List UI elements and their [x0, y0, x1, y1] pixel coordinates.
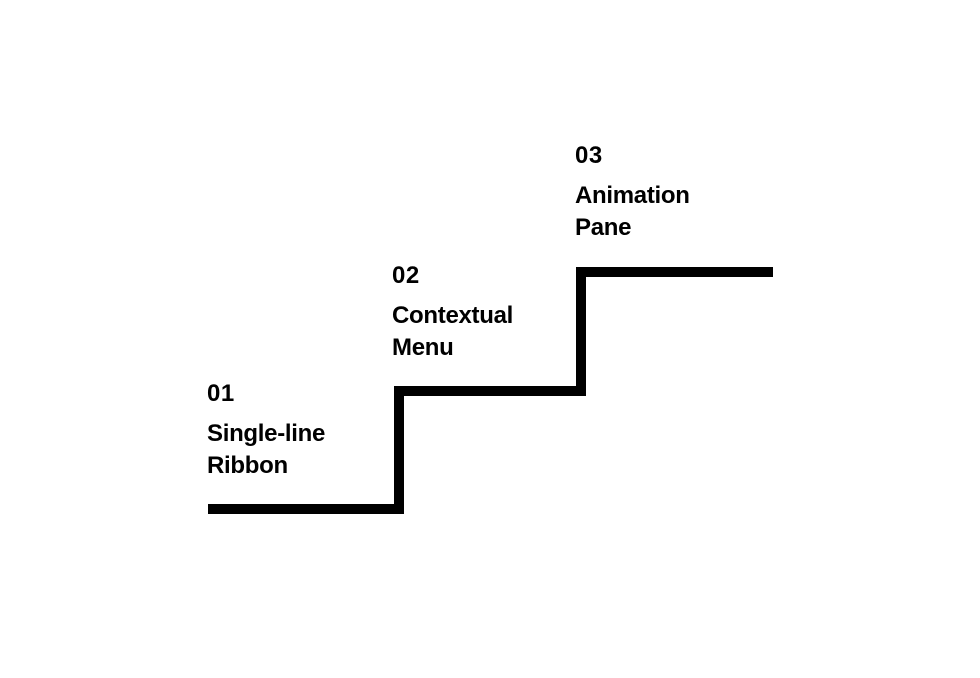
step-title: Animation Pane [575, 180, 795, 244]
step-title-line: Contextual [392, 302, 514, 329]
step-number: 01 [207, 380, 235, 407]
step-2-label: 02 Contextual Menu [392, 262, 612, 364]
step-path [208, 267, 773, 514]
step-title: Single-line Ribbon [207, 418, 427, 482]
step-title-line: Menu [392, 334, 454, 361]
step-1-label: 01 Single-line Ribbon [207, 380, 427, 482]
step-title-line: Pane [575, 214, 632, 241]
step-number: 03 [575, 142, 603, 169]
step-number: 02 [392, 262, 420, 289]
step-title-line: Animation [575, 182, 690, 209]
step-title: Contextual Menu [392, 300, 612, 364]
step-title-line: Single-line [207, 420, 326, 447]
step-title-line: Ribbon [207, 452, 288, 479]
step-3-label: 03 Animation Pane [575, 142, 795, 244]
